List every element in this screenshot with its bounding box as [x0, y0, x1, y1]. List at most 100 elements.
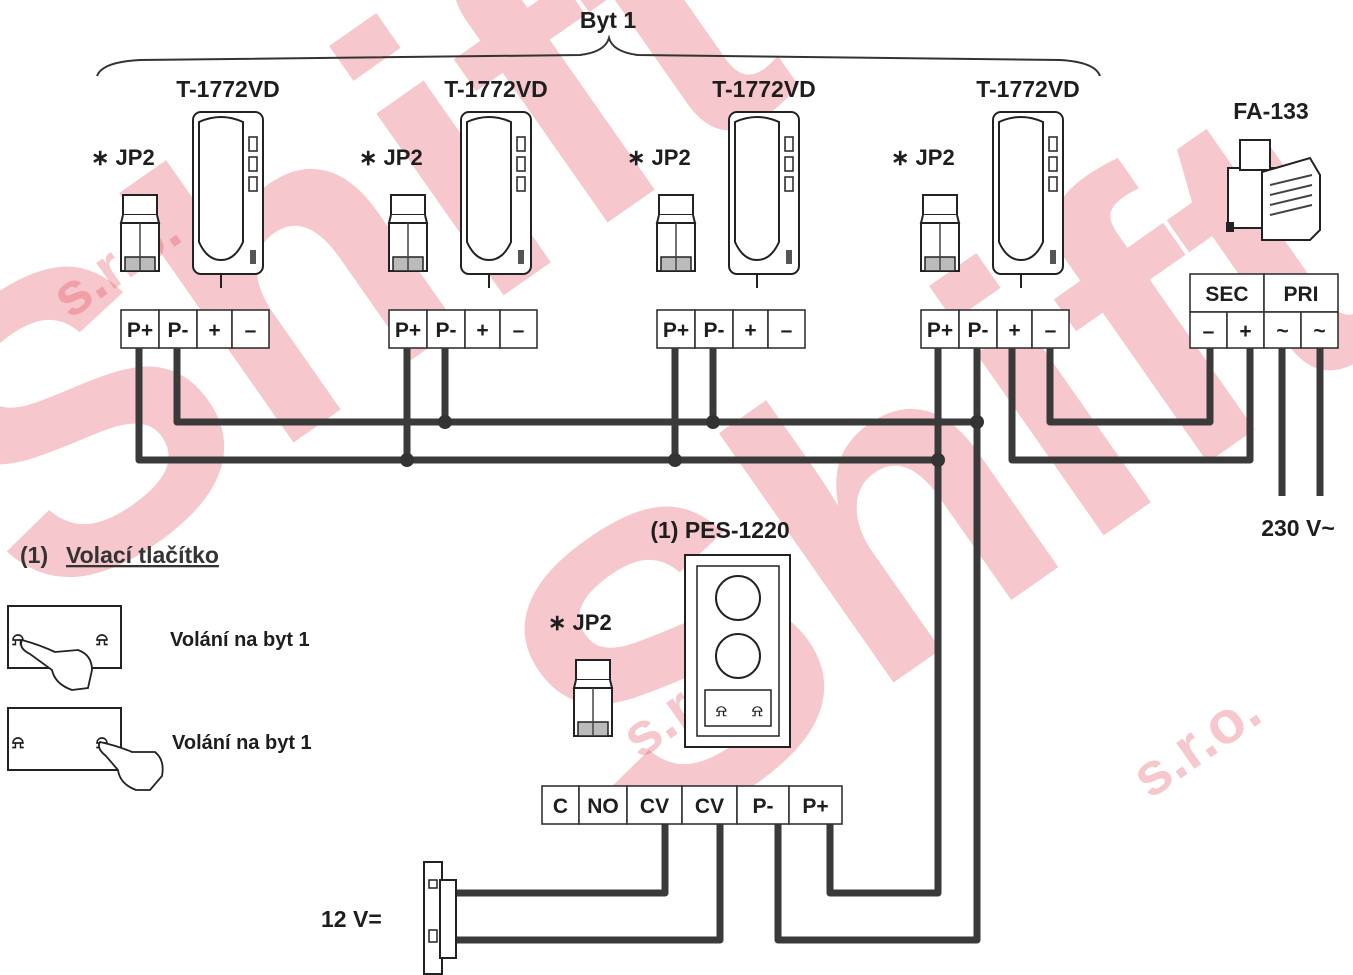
call-button-icon [7, 707, 122, 771]
hand-icon [20, 638, 93, 691]
bell-icon: ⍾ [12, 732, 24, 752]
power-supply: FA-133 SEC PRI –+~~ 230 V~ [1189, 98, 1339, 541]
pri-label: PRI [1283, 283, 1318, 306]
terminal-cell [996, 309, 1033, 349]
junction-dot [931, 453, 945, 467]
electric-lock: 12 V= [321, 861, 457, 975]
terminal-label: P- [968, 319, 989, 342]
wire-p-plus-bus [135, 348, 942, 464]
terminal-cell [788, 785, 843, 825]
legend: (1) Volací tlačítko ⍾ ⍾ Volání na byt 1 … [7, 542, 312, 791]
handset-model: T-1772VD [712, 76, 816, 102]
jumper-icon [119, 194, 161, 272]
handset-model: T-1772VD [976, 76, 1080, 102]
jumper-label: ∗ JP2 [359, 145, 423, 170]
sec-label: SEC [1205, 283, 1248, 306]
jumper-label: ∗ JP2 [891, 145, 955, 170]
door-station-model: (1) PES-1220 [650, 517, 789, 543]
terminal-cell [694, 309, 734, 349]
terminal-label: CV [695, 795, 724, 818]
handset-icon [992, 111, 1064, 288]
camera-icon [715, 575, 761, 621]
handset-terminal-strip: P+P-+– [656, 309, 806, 349]
terminal-label: + [1008, 319, 1020, 342]
jumper-label: ∗ JP2 [91, 145, 155, 170]
call-button-plate [704, 689, 772, 727]
terminal-label: – [1045, 319, 1057, 342]
bell-icon: ⍾ [716, 703, 727, 720]
legend-item-label: Volání na byt 1 [172, 732, 312, 754]
handset-icon [192, 111, 264, 288]
legend-item-label: Volání na byt 1 [170, 629, 310, 651]
jumper-label: ∗ JP2 [627, 145, 691, 170]
door-jumper-label: ∗ JP2 [548, 610, 612, 635]
terminal-label: P- [436, 319, 457, 342]
wire-lock-2 [455, 824, 724, 944]
terminal-cell [958, 309, 998, 349]
handset-icon [728, 111, 800, 288]
group-brace [96, 34, 1101, 77]
junction-dot [668, 453, 682, 467]
pri-header [1263, 273, 1339, 313]
wire-plus-supply [1008, 348, 1254, 464]
power-supply-model: FA-133 [1233, 98, 1308, 124]
hand-icon [97, 740, 164, 791]
handset-icon [460, 111, 532, 288]
wire-p-minus-bus [173, 348, 981, 426]
bell-icon: ⍾ [752, 703, 763, 720]
terminal-label: + [744, 319, 756, 342]
terminal-cell [736, 785, 790, 825]
wire-lock-1 [455, 824, 669, 897]
junction-dot [706, 415, 720, 429]
legend-item: ⍾ ⍾ Volání na byt 1 [7, 605, 310, 691]
wire-p-plus-door [826, 460, 942, 897]
terminal-label: – [1203, 320, 1215, 343]
terminal-label: + [476, 319, 488, 342]
junction-dot [400, 453, 414, 467]
watermark-suffix: s.r.o. [1119, 675, 1272, 810]
terminal-cell [681, 785, 738, 825]
terminal-label: – [781, 319, 793, 342]
terminal-label: NO [587, 795, 619, 818]
terminal-cell [920, 309, 960, 349]
sec-header [1189, 273, 1265, 313]
door-station-panel: ⍾ ⍾ [684, 554, 791, 748]
terminal-label: P+ [927, 319, 953, 342]
terminal-label: CV [640, 795, 669, 818]
jumper-icon [655, 194, 697, 272]
terminal-label: P- [704, 319, 725, 342]
terminal-cell [767, 309, 806, 349]
door-jumper-icon [572, 659, 614, 737]
terminal-label: P+ [802, 795, 828, 818]
lock-voltage-label: 12 V= [321, 906, 382, 932]
terminal-label: P- [168, 319, 189, 342]
handset-terminal-strip: P+P-+– [388, 309, 538, 349]
terminal-label: + [1239, 320, 1251, 343]
lock-icon [423, 861, 457, 975]
power-supply-icon [1226, 139, 1321, 241]
wire-p-minus-door [774, 422, 981, 944]
terminal-cell [656, 309, 696, 349]
legend-item: ⍾ ⍾ Volání na byt 1 [7, 707, 312, 791]
handset-model: T-1772VD [444, 76, 548, 102]
terminal-label: P- [753, 795, 774, 818]
handset-model: T-1772VD [176, 76, 280, 102]
group-label: Byt 1 [580, 7, 636, 33]
terminal-cell [578, 785, 628, 825]
terminal-label: + [208, 319, 220, 342]
terminal-cell [231, 309, 270, 349]
terminal-label: ~ [1313, 320, 1325, 343]
terminal-cell [196, 309, 233, 349]
junction-dot [438, 415, 452, 429]
terminal-label: ~ [1276, 320, 1288, 343]
junction-dot [970, 415, 984, 429]
jumper-icon [572, 659, 614, 737]
legend-title: Volací tlačítko [66, 542, 219, 568]
